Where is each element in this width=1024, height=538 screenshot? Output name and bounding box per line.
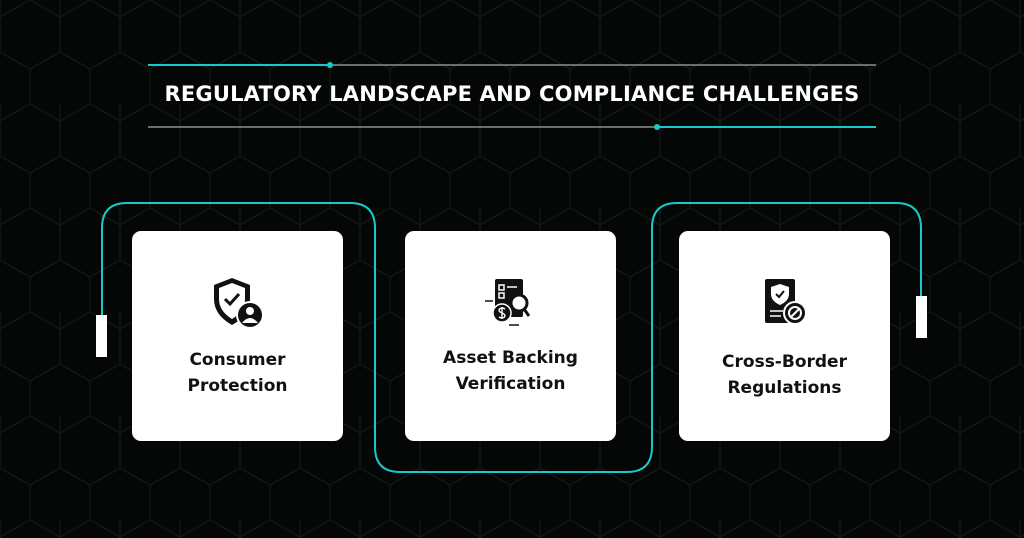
top-rule-dot bbox=[327, 62, 333, 68]
card-label: Consumer Protection bbox=[132, 347, 343, 399]
document-shield-blocked-icon bbox=[764, 279, 807, 325]
card-title-line1: Asset Backing bbox=[443, 348, 578, 368]
bottom-rule-dot bbox=[654, 124, 660, 130]
card-title-line2: Protection bbox=[187, 376, 288, 396]
card-asset-backing-verification: Asset Backing Verification bbox=[405, 231, 616, 441]
card-label: Asset Backing Verification bbox=[405, 345, 616, 397]
connector-left-terminal bbox=[96, 315, 107, 357]
card-cross-border-regulations: Cross-Border Regulations bbox=[679, 231, 890, 441]
page-title: REGULATORY LANDSCAPE AND COMPLIANCE CHAL… bbox=[164, 82, 860, 106]
card-title-line1: Consumer bbox=[189, 350, 286, 370]
connector-line bbox=[101, 202, 922, 473]
card-title-line2: Verification bbox=[455, 374, 566, 394]
connector-right-terminal bbox=[916, 296, 927, 338]
card-consumer-protection: Consumer Protection bbox=[132, 231, 343, 441]
document-search-dollar-icon bbox=[484, 279, 530, 326]
card-label: Cross-Border Regulations bbox=[679, 349, 890, 401]
card-title-line2: Regulations bbox=[727, 378, 842, 398]
shield-user-check-icon bbox=[213, 278, 264, 329]
card-title-line1: Cross-Border bbox=[722, 352, 847, 372]
